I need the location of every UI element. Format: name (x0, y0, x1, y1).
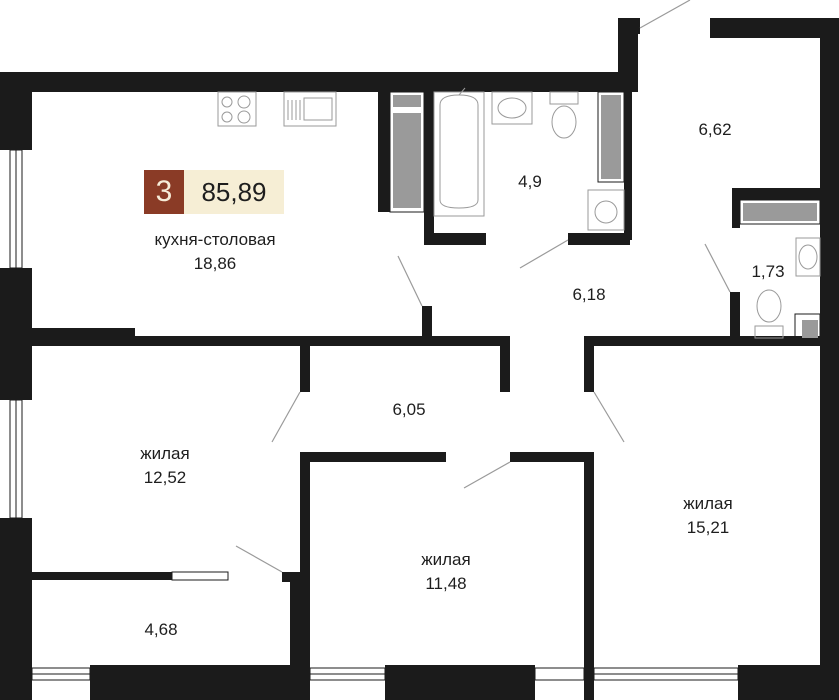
wc-toilet-bowl (756, 289, 782, 323)
wall-mid-left (300, 452, 310, 700)
bath-sink-icon (491, 91, 533, 125)
wall-entrance-left (618, 18, 638, 92)
stove-burner-1 (221, 96, 233, 108)
wall-mid-top (300, 452, 446, 462)
wall-wc-door (730, 292, 740, 340)
closet-wc (794, 313, 821, 341)
wc-area: 1,73 (751, 262, 785, 281)
bedroom-right-area: 15,21 (686, 518, 730, 537)
closets (389, 91, 821, 341)
door-bedroom-left (271, 391, 301, 443)
stove-icon (217, 91, 257, 127)
door-balcony (235, 545, 283, 573)
bath-sink-basin (497, 97, 527, 119)
wall-kitchen-door (422, 306, 432, 338)
kitchen-sink-basin (303, 97, 333, 121)
door-entrance (639, 0, 691, 29)
closet-hall (739, 199, 821, 225)
wall-bottom-2 (385, 665, 535, 700)
wall-wc-left (732, 188, 740, 228)
balcony-door (171, 571, 229, 581)
wall-entrance-top (618, 18, 640, 34)
closet-hall-inner (743, 203, 817, 221)
bathtub-tap (458, 87, 466, 96)
door-bedroom-right (593, 391, 625, 443)
stove-burner-3 (221, 111, 233, 123)
toilet-tank (549, 91, 579, 105)
wall-bottom-3 (738, 665, 839, 700)
window-bottom-3 (534, 667, 585, 681)
wall-kitchen-bottom (0, 328, 135, 346)
door-wc (704, 243, 731, 293)
closet-kitchen-top (393, 95, 421, 107)
wall-top-right (710, 18, 839, 38)
washing-machine-drum (594, 200, 618, 224)
toilet-bowl (551, 105, 577, 139)
door-kitchen (397, 255, 423, 307)
total-area-badge: 85,89 (184, 170, 284, 214)
wc-sink-basin (798, 244, 818, 270)
walls (0, 18, 839, 700)
stove-burner-2 (237, 95, 251, 109)
kitchen-name: кухня-столовая (154, 230, 276, 249)
closet-bath (597, 91, 625, 183)
balcony-area: 4,68 (144, 620, 178, 639)
windows (9, 149, 739, 681)
wall-bottom-1 (90, 665, 290, 700)
fixtures (217, 87, 821, 339)
wall-left-top (0, 72, 32, 150)
wall-corridor-d (584, 336, 594, 392)
bathtub-icon (433, 91, 485, 217)
stove-burner-4 (237, 110, 251, 124)
wall-bath-left (378, 90, 390, 212)
wall-bath-bottom-2 (568, 233, 630, 245)
wall-mid-top-2 (510, 452, 594, 462)
wall-bath-bottom (424, 233, 486, 245)
wall-mid-right (584, 452, 594, 700)
wall-kitchen-bottom-2 (135, 336, 508, 346)
bedroom-middle-name: жилая (421, 550, 471, 569)
closet-bath-inner (601, 95, 621, 179)
door-bath (519, 239, 569, 269)
door-bedroom-mid (463, 461, 511, 489)
wall-right (820, 18, 839, 700)
hall-area: 6,18 (572, 285, 606, 304)
wc-toilet-tank (754, 325, 784, 339)
bathroom-area: 4,9 (518, 172, 542, 191)
closet-wc-inner (802, 320, 818, 338)
wall-balcony-right-2 (290, 572, 302, 700)
bedroom-left-area: 12,52 (143, 468, 187, 487)
wall-corridor-c (584, 336, 820, 346)
rooms-count-badge: 3 (144, 170, 184, 214)
bedroom-right-name: жилая (683, 494, 733, 513)
wall-bath-right (624, 90, 632, 240)
doors (235, 0, 731, 573)
bedroom-middle-area: 11,48 (425, 574, 467, 593)
wall-corridor-b (500, 336, 510, 392)
kitchen-area: 18,86 (193, 254, 237, 273)
entrance-area: 6,62 (698, 120, 732, 139)
wall-wc-top (732, 188, 820, 200)
closet-kitchen (389, 91, 425, 213)
wc-sink-icon (795, 237, 821, 277)
wall-balcony-top (32, 572, 172, 580)
bedroom-left-name: жилая (140, 444, 190, 463)
wall-top-left (0, 72, 632, 92)
closet-kitchen-inner (393, 113, 421, 208)
wall-left-bottom (0, 518, 32, 700)
kitchen-sink-icon (283, 91, 337, 127)
bathtub-inner (439, 94, 479, 209)
wall-bath-left-2 (424, 90, 434, 245)
washing-machine-icon (587, 189, 625, 231)
wall-corridor-a (300, 336, 310, 392)
corridor-area: 6,05 (392, 400, 426, 419)
